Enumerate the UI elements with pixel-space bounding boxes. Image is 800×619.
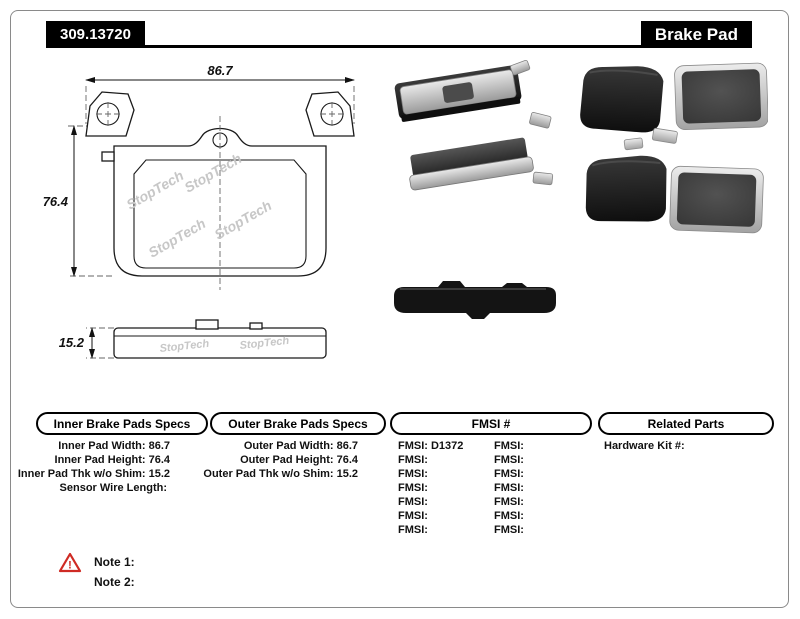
photo-pads-angled bbox=[394, 60, 554, 191]
spec-label: Sensor Wire Length: bbox=[59, 482, 167, 494]
pad-back-view bbox=[585, 155, 667, 222]
abutment-clip bbox=[532, 171, 554, 186]
abutment-clip bbox=[652, 127, 678, 144]
fmsi-label: FMSI: bbox=[398, 440, 428, 452]
abutment-clip bbox=[510, 60, 531, 76]
fmsi-row: FMSI: D1372 bbox=[398, 439, 490, 453]
related-parts-list: Hardware Kit #: bbox=[604, 439, 768, 453]
header: 309.13720 Brake Pad bbox=[46, 21, 752, 48]
side-view-clip bbox=[195, 319, 219, 330]
fmsi-label: FMSI: bbox=[398, 454, 428, 466]
spec-row: Inner Pad Height: 76.4 bbox=[36, 453, 204, 467]
fmsi-label: FMSI: bbox=[494, 454, 524, 466]
friction-material-outline bbox=[133, 159, 307, 269]
spec-label: Outer Pad Thk w/o Shim: bbox=[203, 468, 334, 480]
spec-row: Inner Pad Thk w/o Shim: 15.2 bbox=[18, 467, 204, 481]
spec-row: Outer Pad Height: 76.4 bbox=[210, 453, 382, 467]
spec-label: Outer Pad Width: bbox=[243, 440, 334, 452]
spec-row: Outer Pad Width: 86.7 bbox=[210, 439, 382, 453]
watermark: StopTech bbox=[159, 338, 210, 355]
photo-pads-grid bbox=[580, 62, 768, 234]
pad-side-view: StopTech StopTech bbox=[113, 319, 327, 359]
fmsi-row: FMSI: bbox=[398, 481, 490, 495]
spec-row: Inner Pad Width: 86.7 bbox=[36, 439, 204, 453]
part-number: 309.13720 bbox=[46, 21, 145, 48]
fmsi-list-col2: FMSI: FMSI: FMSI: FMSI: FMSI: FMSI: FMSI… bbox=[494, 439, 584, 537]
thickness-dimension-label: 15.2 bbox=[59, 335, 85, 350]
fmsi-row: FMSI: bbox=[494, 439, 584, 453]
spec-value: 76.4 bbox=[148, 454, 170, 466]
header-rule bbox=[144, 21, 641, 48]
watermark: StopTech bbox=[239, 335, 290, 352]
side-tab bbox=[101, 151, 115, 162]
fmsi-label: FMSI: bbox=[494, 510, 524, 522]
note-2: Note 2: bbox=[94, 575, 135, 589]
fmsi-row: FMSI: bbox=[494, 495, 584, 509]
fmsi-label: FMSI: bbox=[398, 496, 428, 508]
fmsi-label: FMSI: bbox=[494, 440, 524, 452]
spec-value: 15.2 bbox=[148, 468, 170, 480]
product-type: Brake Pad bbox=[640, 21, 752, 48]
fmsi-label: FMSI: bbox=[494, 524, 524, 536]
fmsi-row: FMSI: bbox=[494, 453, 584, 467]
fmsi-label: FMSI: bbox=[494, 496, 524, 508]
fmsi-value: D1372 bbox=[430, 440, 464, 452]
technical-drawing: 86.7 76.4 StopTech StopTech StopTech Sto… bbox=[43, 66, 355, 359]
height-dimension-label: 76.4 bbox=[43, 194, 69, 209]
pad-back-view bbox=[580, 66, 664, 133]
spec-value: 86.7 bbox=[148, 440, 170, 452]
note-1: Note 1: bbox=[94, 555, 135, 569]
spec-row: Sensor Wire Length: bbox=[36, 481, 204, 495]
side-view-body bbox=[113, 327, 327, 359]
pad-friction-view bbox=[674, 62, 768, 131]
spec-label: Inner Pad Height: bbox=[54, 454, 146, 466]
fmsi-header: FMSI # bbox=[390, 412, 592, 435]
width-dimension-label: 86.7 bbox=[207, 66, 233, 78]
inner-specs-header: Inner Brake Pads Specs bbox=[36, 412, 208, 435]
pad-with-shim bbox=[394, 65, 522, 122]
spec-row: Outer Pad Thk w/o Shim: 15.2 bbox=[203, 467, 382, 481]
pad-front-view: StopTech StopTech StopTech StopTech bbox=[85, 91, 355, 290]
abutment-clip bbox=[623, 137, 644, 151]
inner-specs-list: Inner Pad Width: 86.7 Inner Pad Height: … bbox=[18, 439, 204, 495]
fmsi-row: FMSI: bbox=[398, 467, 490, 481]
fmsi-label: FMSI: bbox=[398, 510, 428, 522]
outer-specs-list: Outer Pad Width: 86.7 Outer Pad Height: … bbox=[203, 439, 382, 481]
spec-value: 86.7 bbox=[336, 440, 358, 452]
fmsi-row: FMSI: bbox=[398, 495, 490, 509]
fmsi-row: FMSI: bbox=[398, 453, 490, 467]
fmsi-label: FMSI: bbox=[398, 482, 428, 494]
page-border bbox=[10, 10, 789, 608]
fmsi-row: FMSI: bbox=[494, 523, 584, 537]
fmsi-row: FMSI: bbox=[494, 467, 584, 481]
related-parts-header: Related Parts bbox=[598, 412, 774, 435]
pad-friction-up bbox=[409, 137, 534, 191]
pad-friction-view bbox=[669, 165, 764, 234]
fmsi-row: FMSI: bbox=[494, 509, 584, 523]
fmsi-row: FMSI: bbox=[398, 509, 490, 523]
related-label: Hardware Kit #: bbox=[604, 440, 685, 452]
spec-value: 15.2 bbox=[336, 468, 358, 480]
side-view-tab bbox=[249, 322, 263, 330]
fmsi-row: FMSI: bbox=[494, 481, 584, 495]
spec-label: Inner Pad Thk w/o Shim: bbox=[17, 468, 146, 480]
fmsi-label: FMSI: bbox=[494, 468, 524, 480]
svg-text:!: ! bbox=[68, 560, 72, 572]
fmsi-label: FMSI: bbox=[398, 468, 428, 480]
warning-icon: ! bbox=[58, 552, 82, 573]
related-row: Hardware Kit #: bbox=[604, 439, 768, 453]
pad-profile-shape bbox=[394, 281, 556, 319]
photo-pad-profile bbox=[394, 281, 556, 319]
spec-label: Inner Pad Width: bbox=[58, 440, 146, 452]
abutment-clip bbox=[529, 112, 552, 129]
fmsi-list-col1: FMSI: D1372 FMSI: FMSI: FMSI: FMSI: FMSI… bbox=[398, 439, 490, 537]
outer-specs-header: Outer Brake Pads Specs bbox=[210, 412, 386, 435]
spec-label: Outer Pad Height: bbox=[240, 454, 334, 466]
spec-value: 76.4 bbox=[336, 454, 358, 466]
fmsi-label: FMSI: bbox=[398, 524, 428, 536]
fmsi-row: FMSI: bbox=[398, 523, 490, 537]
fmsi-label: FMSI: bbox=[494, 482, 524, 494]
